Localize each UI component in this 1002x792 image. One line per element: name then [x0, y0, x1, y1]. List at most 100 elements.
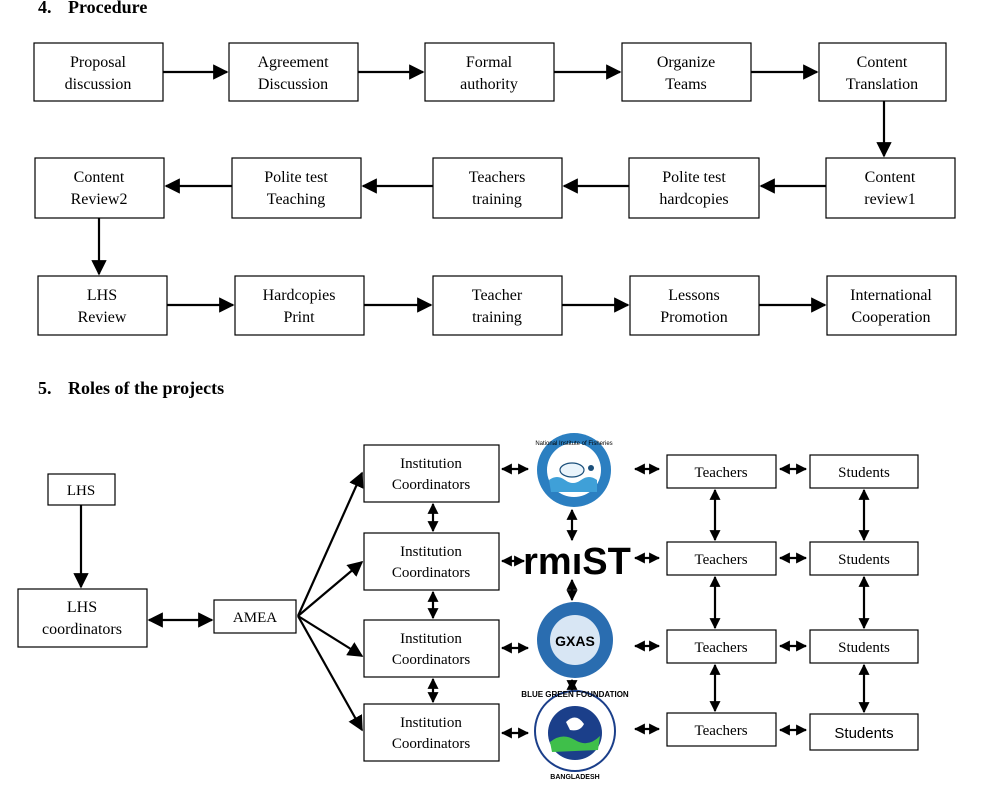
svg-text:Students: Students	[838, 640, 890, 656]
step-teacher-training: Teacher training	[432, 275, 563, 336]
step-formal-authority: Formal authority	[424, 42, 555, 102]
step-content-translation: Content Translation	[818, 42, 947, 102]
svg-text:Students: Students	[838, 465, 890, 481]
svg-text:Institution: Institution	[400, 544, 462, 560]
svg-text:LHS: LHS	[67, 483, 95, 499]
institution-coordinators-2: Institution Coordinators	[363, 532, 500, 591]
svg-text:training: training	[472, 309, 522, 326]
step-organize-teams: Organize Teams	[621, 42, 752, 102]
arrow-amea-inst2	[297, 561, 364, 617]
teachers-1: Teachers	[666, 454, 777, 489]
svg-text:Lessons: Lessons	[668, 287, 720, 304]
svg-text:Teachers: Teachers	[469, 169, 526, 186]
step-content-review2: Content Review2	[34, 157, 165, 219]
svg-text:Agreement: Agreement	[257, 54, 329, 71]
svg-text:Review: Review	[78, 309, 127, 326]
arrow-amea-inst3	[297, 615, 364, 657]
svg-text:review1: review1	[864, 191, 916, 208]
svg-text:Organize: Organize	[657, 54, 715, 71]
institution-coordinators-1: Institution Coordinators	[363, 444, 500, 503]
svg-text:Promotion: Promotion	[660, 309, 728, 326]
svg-text:Teachers: Teachers	[694, 552, 747, 568]
step-content-review1: Content review1	[825, 157, 956, 219]
svg-text:International: International	[850, 287, 932, 304]
svg-text:Institution: Institution	[400, 715, 462, 731]
students-3: Students	[809, 629, 919, 664]
teachers-2: Teachers	[666, 541, 777, 576]
step-polite-test-teaching: Polite test Teaching	[231, 157, 362, 219]
svg-text:training: training	[472, 191, 522, 208]
step-hardcopies-print: Hardcopies Print	[234, 275, 365, 336]
step-international-cooperation: International Cooperation	[826, 275, 957, 336]
svg-text:Polite test: Polite test	[264, 169, 328, 186]
blue-green-foundation-logo: BLUE GREEN FOUNDATION BANGLADESH	[521, 690, 629, 781]
gxas-logo: GXAS	[537, 602, 613, 678]
svg-text:Translation: Translation	[846, 76, 918, 93]
institution-coordinators-3: Institution Coordinators	[363, 619, 500, 678]
national-institute-logo: National Institute of Fisheries	[535, 433, 613, 507]
svg-text:Students: Students	[834, 725, 893, 742]
node-lhs-coordinators: LHS coordinators	[17, 588, 148, 648]
svg-text:Coordinators: Coordinators	[392, 652, 470, 668]
section-5-heading: 5.Roles of the projects	[38, 378, 225, 398]
svg-text:Discussion: Discussion	[258, 76, 328, 93]
svg-text:Teams: Teams	[665, 76, 707, 93]
svg-text:LHS: LHS	[67, 599, 97, 616]
svg-text:Review2: Review2	[71, 191, 128, 208]
svg-text:Institution: Institution	[400, 456, 462, 472]
svg-text:Students: Students	[838, 552, 890, 568]
rmit-logo: rmıST	[523, 541, 631, 583]
svg-text:LHS: LHS	[87, 287, 117, 304]
svg-text:AMEA: AMEA	[233, 610, 277, 626]
svg-text:Content: Content	[74, 169, 125, 186]
svg-text:BLUE GREEN FOUNDATION: BLUE GREEN FOUNDATION	[521, 690, 629, 699]
institution-coordinators-4: Institution Coordinators	[363, 703, 500, 762]
roles-diagram: LHS LHS coordinators AMEA Institution Co…	[17, 444, 919, 762]
svg-text:Content: Content	[865, 169, 916, 186]
section-4-heading: 4.Procedure	[38, 0, 148, 17]
students-4: Students	[809, 713, 919, 751]
step-agreement-discussion: Agreement Discussion	[228, 42, 359, 102]
svg-text:Teacher: Teacher	[472, 287, 523, 304]
svg-text:rmıST: rmıST	[523, 541, 631, 583]
svg-text:GXAS: GXAS	[555, 633, 595, 649]
svg-text:Institution: Institution	[400, 631, 462, 647]
roles-arrows	[73, 463, 870, 739]
students-2: Students	[809, 541, 919, 576]
step-teachers-training: Teachers training	[432, 157, 563, 219]
svg-text:Formal: Formal	[466, 54, 513, 71]
svg-text:Proposal: Proposal	[70, 54, 127, 71]
students-1: Students	[809, 454, 919, 489]
svg-text:Teachers: Teachers	[694, 723, 747, 739]
svg-text:Polite test: Polite test	[662, 169, 726, 186]
svg-text:BANGLADESH: BANGLADESH	[550, 774, 599, 781]
svg-text:Teaching: Teaching	[267, 191, 325, 208]
svg-text:authority: authority	[460, 76, 518, 93]
procedure-flowchart: Proposal discussion Agreement Discussion…	[33, 42, 957, 336]
node-amea: AMEA	[213, 599, 297, 634]
svg-text:Coordinators: Coordinators	[392, 477, 470, 493]
node-lhs: LHS	[47, 473, 116, 506]
svg-text:Cooperation: Cooperation	[851, 309, 930, 326]
logos: National Institute of Fisheries rmıST GX…	[521, 433, 631, 781]
svg-text:Print: Print	[283, 309, 315, 326]
svg-text:Content: Content	[857, 54, 908, 71]
arrow-amea-inst4	[297, 615, 363, 732]
teachers-3: Teachers	[666, 629, 777, 664]
svg-text:Coordinators: Coordinators	[392, 736, 470, 752]
step-lessons-promotion: Lessons Promotion	[629, 275, 760, 336]
svg-text:hardcopies: hardcopies	[659, 191, 728, 208]
procedure-arrows	[91, 64, 892, 313]
teachers-4: Teachers	[666, 712, 777, 747]
svg-text:Teachers: Teachers	[694, 640, 747, 656]
svg-text:discussion: discussion	[65, 76, 132, 93]
svg-text:National Institute of Fisherie: National Institute of Fisheries	[535, 441, 612, 447]
svg-text:Coordinators: Coordinators	[392, 565, 470, 581]
svg-text:Hardcopies: Hardcopies	[263, 287, 336, 304]
step-proposal-discussion: Proposal discussion	[33, 42, 164, 102]
step-polite-test-hardcopies: Polite test hardcopies	[628, 157, 760, 219]
svg-text:coordinators: coordinators	[42, 621, 122, 638]
arrow-amea-inst1	[296, 471, 364, 617]
step-lhs-review: LHS Review	[37, 275, 168, 336]
